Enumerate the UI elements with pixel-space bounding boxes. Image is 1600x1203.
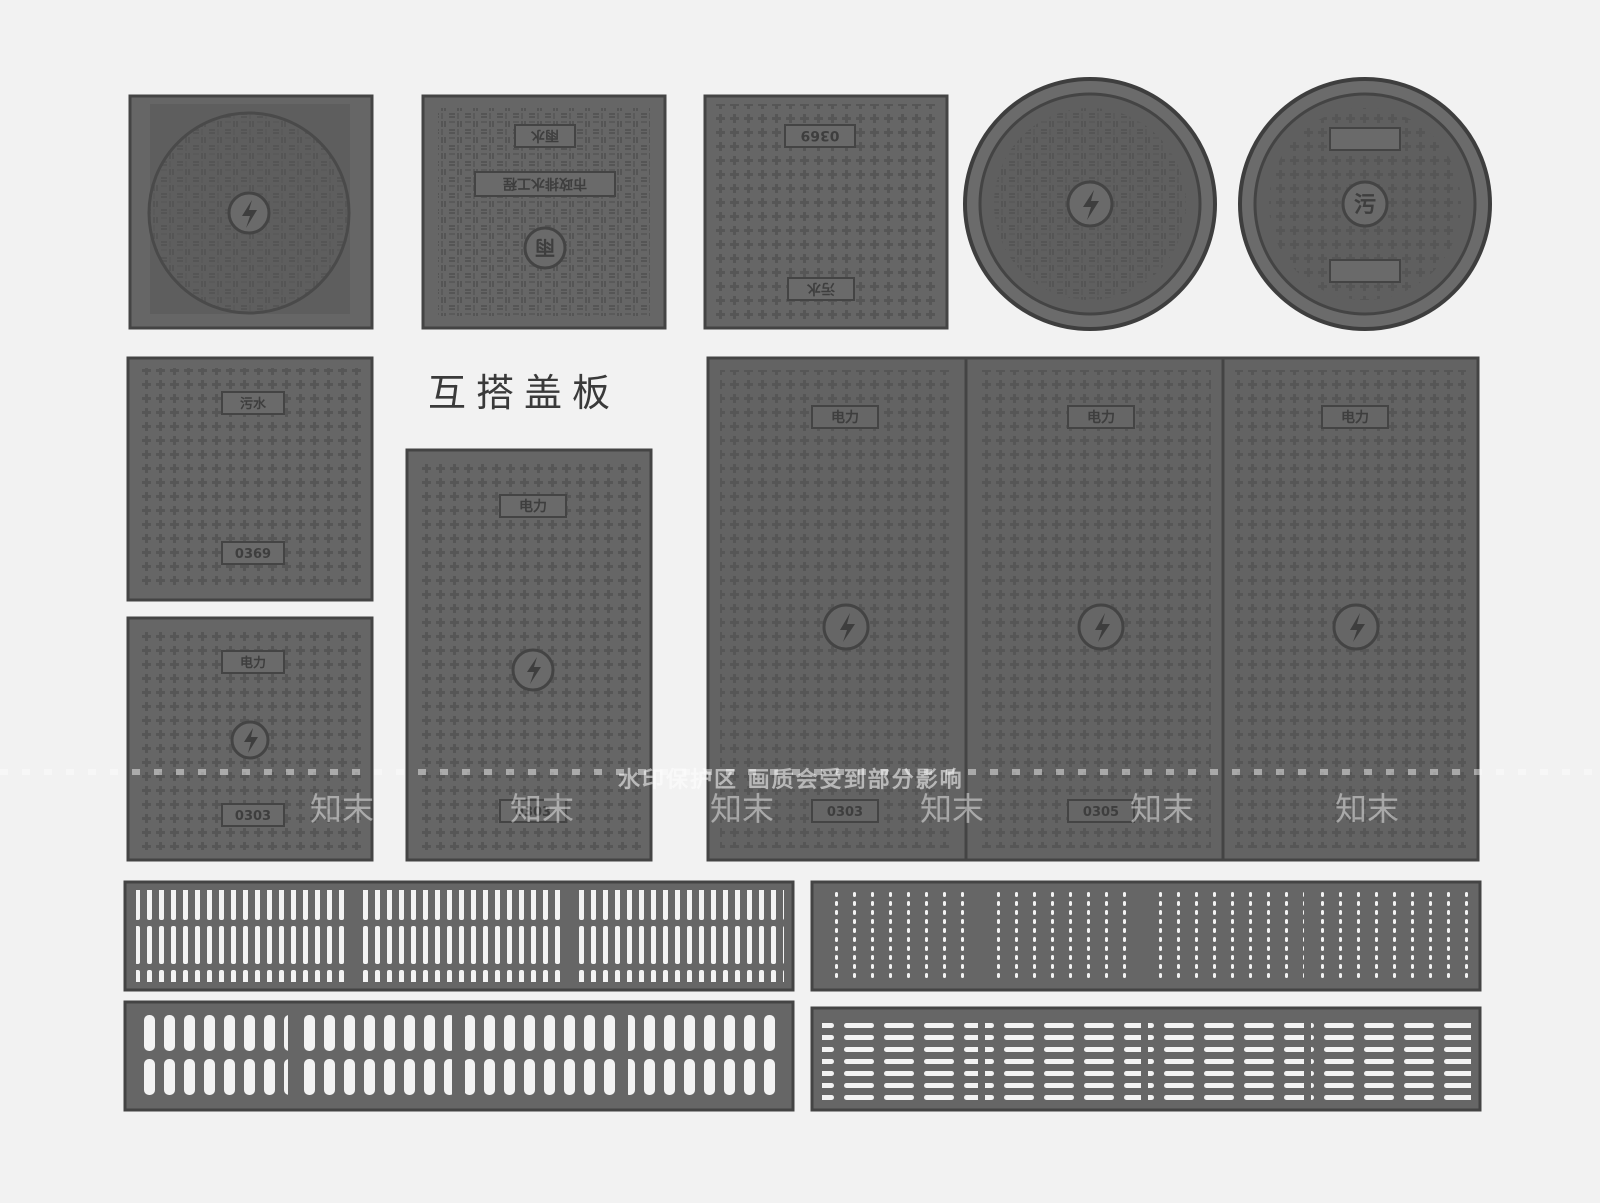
interlocking-panels	[706, 356, 1480, 862]
label-sewage: 污水	[240, 396, 267, 412]
panel-power-0303	[126, 616, 374, 862]
label-power: 电力	[1341, 409, 1369, 426]
label-rain: 雨	[535, 236, 555, 260]
panel-power-tall	[405, 448, 653, 862]
label-sewage-flipped: 污水	[806, 280, 835, 297]
watermark: 知末 知末 知末 知末 知末 知末	[0, 769, 1600, 828]
lightning-icon	[244, 728, 258, 753]
page-title: 互搭盖板	[428, 371, 621, 415]
lightning-icon	[1083, 190, 1099, 220]
label-code-0303: 0303	[827, 805, 863, 820]
lightning-icon	[242, 200, 257, 228]
label-code-0303: 0303	[235, 809, 271, 824]
lightning-icon	[840, 613, 855, 642]
round-cover-sewage	[1238, 77, 1492, 331]
label-sewage-short: 污	[1354, 193, 1376, 218]
watermark-brand: 知末	[1335, 790, 1399, 828]
label-power: 电力	[831, 409, 859, 426]
round-cover-power	[963, 77, 1217, 331]
square-cover-round-pattern	[128, 94, 374, 330]
label-rain-water: 雨水	[530, 127, 559, 144]
label-power: 电力	[1087, 409, 1115, 426]
watermark-notice: 水印保护区 画质会受到部分影响	[618, 768, 964, 793]
label-code-0303: 0303	[515, 805, 551, 820]
watermark-brand: 知末	[710, 790, 774, 828]
lightning-icon	[1095, 613, 1110, 642]
square-cover-cross	[703, 94, 949, 330]
panel-sewage-0369	[126, 356, 374, 602]
grate-horizontal-slots	[810, 1006, 1482, 1112]
watermark-brand: 知末	[920, 790, 984, 828]
label-municipal: 市政排水工程	[503, 175, 587, 192]
label-power: 电力	[240, 655, 266, 671]
lightning-icon	[1350, 613, 1365, 642]
label-code-0305: 0305	[1083, 805, 1119, 820]
lightning-icon	[527, 657, 541, 684]
square-cover-weave	[421, 94, 667, 330]
grate-dot-holes	[810, 880, 1482, 992]
grate-wide-slots	[123, 1000, 795, 1112]
watermark-brand: 知末	[510, 790, 574, 828]
watermark-brand: 知末	[310, 790, 374, 828]
label-code-0369: 0369	[235, 547, 271, 562]
grate-narrow-slots	[123, 880, 795, 992]
label-power: 电力	[519, 498, 547, 515]
label-code-0369-flipped: 0369	[801, 127, 840, 143]
watermark-brand: 知末	[1130, 790, 1194, 828]
